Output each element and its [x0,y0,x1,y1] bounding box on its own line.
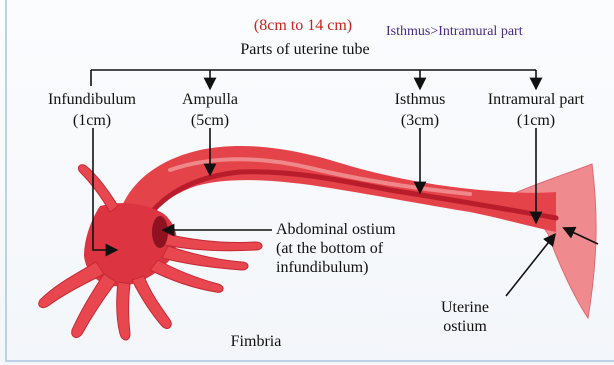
part-label-infundibulum: Infundibulum (1cm) [30,90,154,130]
part-length: (3cm) [378,111,462,130]
annotation-line: infundibulum) [276,258,436,277]
part-label-ampulla: Ampulla (5cm) [165,90,255,130]
diagram-title: Parts of uterine tube [215,40,395,59]
uterine-ostium-label: Uterine ostium [430,298,500,336]
part-name: Intramural part [470,90,602,109]
part-length: (1cm) [470,111,602,130]
part-name: Isthmus [378,90,462,109]
part-name: Ampulla [165,90,255,109]
part-label-isthmus: Isthmus (3cm) [378,90,462,130]
annotation-line: (at the bottom of [276,239,436,258]
abdominal-ostium-label: Abdominal ostium (at the bottom of infun… [276,220,436,277]
comparison-note: Isthmus>Intramural part [386,22,592,41]
part-length: (5cm) [165,111,255,130]
uterine-wall [508,164,596,318]
parts-bracket [91,70,536,86]
annotation-line: Abdominal ostium [276,220,436,239]
abdominal-ostium-opening [152,216,168,248]
part-length: (1cm) [30,111,154,130]
part-name: Infundibulum [30,90,154,109]
fimbria-label: Fimbria [218,332,294,351]
part-label-intramural: Intramural part (1cm) [470,90,602,130]
length-range-label: (8cm to 14 cm) [238,16,368,35]
annotation-line: ostium [430,317,500,336]
annotation-line: Uterine [430,298,500,317]
